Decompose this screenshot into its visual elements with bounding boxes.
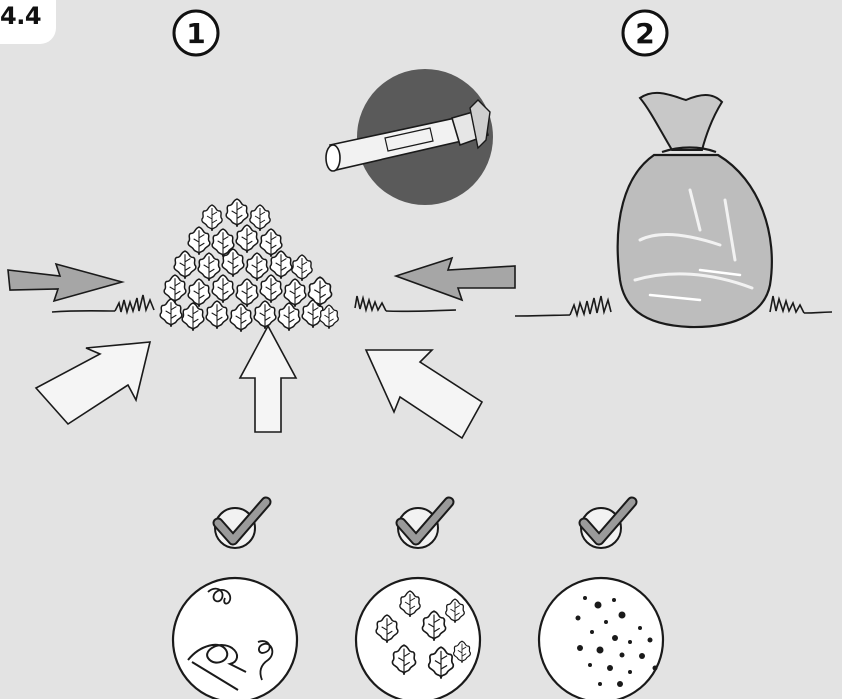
waste-bag-icon <box>618 93 772 327</box>
shavings-icon <box>173 578 297 699</box>
arrow-lower-left <box>36 342 150 424</box>
check-icon <box>581 502 632 548</box>
check-icon <box>215 502 266 548</box>
blower-nozzle-icon <box>326 69 493 205</box>
step-1-number: 1 <box>186 17 205 50</box>
leaves-icon <box>356 578 480 699</box>
step-2-badge: 2 <box>623 11 667 55</box>
step-1-badge: 1 <box>174 11 218 55</box>
arrow-left-grey <box>8 264 122 301</box>
step-2-number: 2 <box>635 17 654 50</box>
check-icon <box>398 502 449 548</box>
arrow-lower-right <box>366 350 482 438</box>
dust-icon <box>539 578 663 699</box>
arrow-right-grey <box>396 258 515 300</box>
leaf-pile-icon <box>160 199 338 332</box>
arrow-up <box>240 326 296 432</box>
